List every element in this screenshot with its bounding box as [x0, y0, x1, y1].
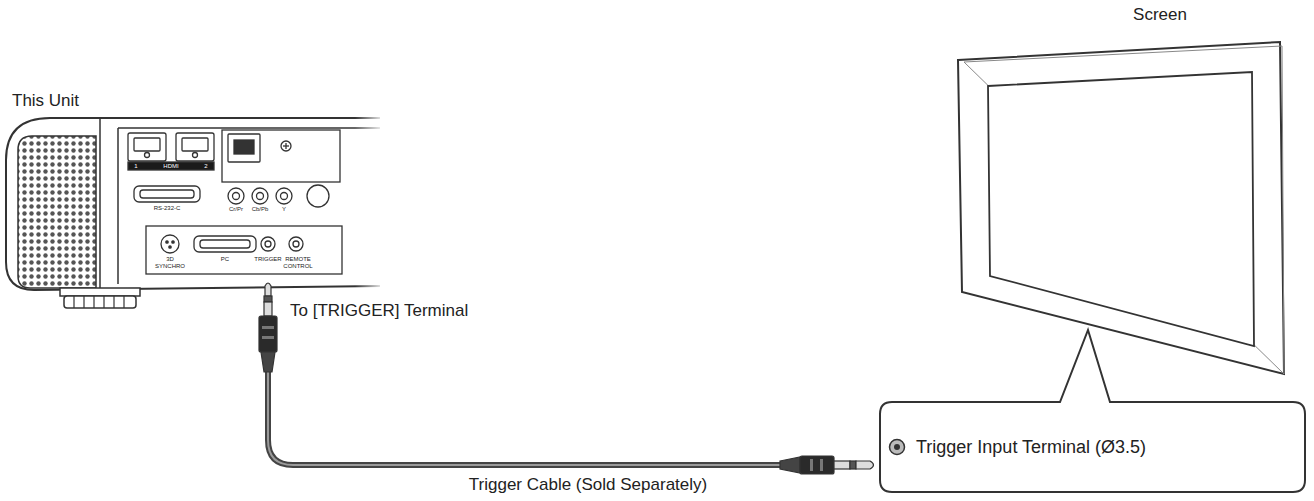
terminal-label: 1 — [134, 163, 137, 170]
terminal-label: RS-232-C — [154, 205, 181, 212]
jack-icon — [894, 444, 900, 450]
caption-text: Trigger Cable (Sold Separately) — [469, 476, 707, 495]
callout-outline — [880, 330, 1305, 492]
terminal-label: 2 — [204, 163, 207, 170]
terminal-label: TRIGGER — [254, 256, 281, 263]
terminal-label: REMOTE CONTROL — [283, 256, 313, 269]
jack-icon — [890, 440, 905, 455]
caption-text: Screen — [1133, 6, 1187, 25]
callout-text: Trigger Input Terminal (Ø3.5) — [916, 437, 1291, 458]
trigger-cable — [268, 370, 782, 465]
terminal-label: PC — [221, 256, 229, 263]
caption-text: This Unit — [12, 92, 79, 111]
terminal-label: Cr/Pr — [229, 206, 243, 213]
mini-plug — [259, 283, 277, 372]
projector-body — [6, 118, 380, 308]
caption-text: To [TRIGGER] Terminal — [290, 302, 468, 321]
terminal-label: Y — [282, 206, 286, 213]
callout-box: Trigger Input Terminal (Ø3.5) — [880, 402, 1305, 492]
mini-plug — [780, 456, 874, 474]
rear-panel — [128, 130, 342, 274]
terminal-label: HDMI — [163, 163, 178, 170]
terminal-label: Cb/Pb — [252, 206, 269, 213]
screen-illustration — [958, 42, 1284, 374]
terminal-label: 3D SYNCHRO — [153, 256, 187, 269]
